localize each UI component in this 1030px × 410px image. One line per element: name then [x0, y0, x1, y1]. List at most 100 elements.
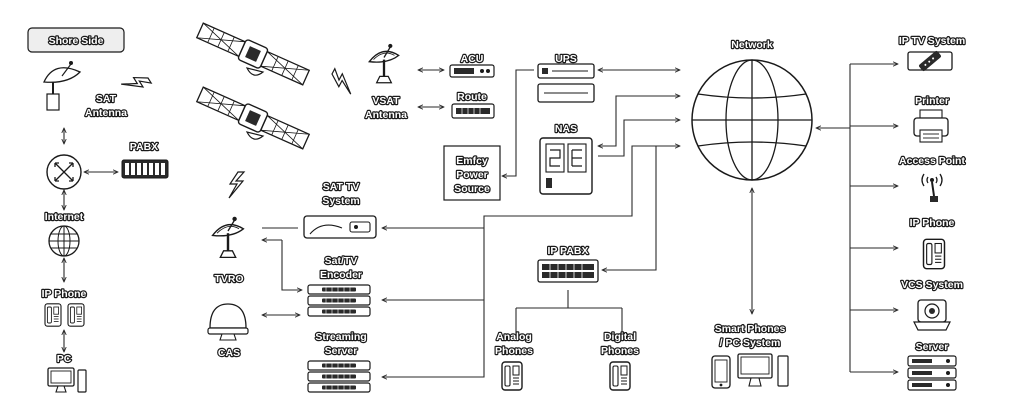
route: Route [451, 90, 495, 119]
sat-antenna-label-1: SAT [96, 93, 117, 105]
encoder-label-1: Sat/TV [325, 255, 358, 267]
sat-antenna: SAT Antenna [43, 61, 128, 120]
printer: Printer [913, 94, 950, 143]
server: Server [907, 340, 957, 391]
smartphone-icon [711, 355, 731, 389]
ip-pabx-icon [537, 259, 599, 283]
rack-server-icon [307, 360, 371, 371]
digital-label-2: Phones [601, 345, 639, 357]
smart-phones-pc: Smart Phones / PC System [711, 322, 789, 389]
pabx-label: PABX [130, 141, 158, 153]
sat-antenna-label-2: Antenna [85, 107, 127, 119]
satellite-icon [194, 19, 312, 89]
tvro: TVRO [211, 215, 245, 286]
ip-phone-icon [501, 361, 523, 391]
vcs-system: VCS System [900, 278, 964, 331]
ups-icon [537, 63, 595, 103]
iptv-label: IP TV System [899, 35, 965, 47]
analog-label-1: Analog [496, 331, 532, 343]
sat-tv-label-2: System [322, 195, 359, 207]
cas-label: CAS [218, 347, 240, 359]
nas-label: NAS [555, 123, 577, 135]
pabx-icon [121, 159, 169, 179]
vsat-label-1: VSAT [372, 95, 400, 107]
emergency-label-2: Power [456, 169, 488, 181]
rack-server-icon [307, 306, 371, 317]
access-point-label: Access Point [899, 155, 965, 167]
emergency-label-1: Emfcy [456, 155, 488, 167]
ip-phone-right: IP Phone [908, 216, 956, 270]
vcs-label: VCS System [901, 279, 963, 291]
monitor-icon [47, 367, 87, 393]
network-label: Network [731, 39, 773, 51]
connection-lines [64, 64, 898, 377]
printer-label: Printer [915, 95, 949, 107]
satellite-dish-icon [368, 42, 400, 84]
digital-phones: Digital Phones [600, 330, 640, 391]
shore-side-label: Shore Side [49, 35, 104, 47]
wireless-link-icon [228, 171, 245, 199]
tvro-label: TVRO [214, 273, 243, 285]
ip-phone-right-label: IP Phone [910, 217, 955, 229]
wifi-antenna-icon [921, 173, 943, 202]
streaming-label-1: Streaming [315, 331, 366, 343]
rack-server-icon [907, 355, 957, 391]
streaming-server: Streaming Server [307, 330, 371, 393]
smart-label-2: / PC System [720, 337, 781, 349]
tv-icon [907, 51, 953, 71]
rack-server-icon [307, 382, 371, 393]
rack-server-icon [307, 371, 371, 382]
sat-tv-system: SAT TV System [303, 180, 377, 239]
monitor-icon [737, 353, 789, 387]
router-icon [46, 154, 82, 190]
encoder-label-2: Encoder [320, 269, 362, 281]
nas: NAS [539, 122, 593, 195]
satellite-dish-icon [211, 215, 245, 259]
server-label: Server [916, 341, 949, 353]
streaming-label-2: Server [325, 345, 358, 357]
emergency-power-source: Emfcy Power Source [443, 145, 501, 201]
acu-label: ACU [461, 53, 484, 65]
ups: UPS [537, 52, 595, 103]
pabx: PABX [121, 140, 169, 179]
ip-phone-icon [609, 361, 631, 391]
dome-antenna-icon [207, 303, 249, 341]
router-box-icon [451, 103, 495, 119]
route-label: Route [457, 91, 487, 103]
satellite-dish-icon [43, 61, 82, 111]
ups-label: UPS [555, 53, 577, 65]
smart-label-1: Smart Phones [715, 323, 786, 335]
network: Network [691, 38, 813, 181]
acu: ACU [449, 52, 495, 78]
emergency-label-3: Source [454, 183, 490, 195]
acu-icon [449, 64, 495, 78]
vsat-antenna: VSAT Antenna [364, 42, 408, 122]
printer-icon [913, 109, 949, 143]
ip-phone-icon [44, 303, 62, 327]
ip-phone-left-label: IP Phone [42, 288, 87, 300]
video-camera-icon [913, 299, 951, 331]
nas-icon [539, 137, 593, 195]
ip-pabx: IP PABX [537, 244, 599, 283]
ip-tv-system: IP TV System [898, 34, 966, 71]
shore-side-badge: Shore Side [27, 27, 125, 53]
rack-server-icon [307, 295, 371, 306]
digital-label-1: Digital [604, 331, 636, 343]
globe-icon [48, 225, 80, 257]
access-point: Access Point [898, 154, 967, 202]
sat-tv-label-1: SAT TV [323, 181, 360, 193]
sat-tv-receiver-icon [303, 215, 377, 239]
internet: Internet [44, 210, 85, 257]
satellite-icon [194, 83, 312, 153]
wireless-link-icon [327, 68, 359, 95]
pc: PC [47, 352, 87, 393]
vsat-label-2: Antenna [365, 109, 407, 121]
cas: CAS [207, 303, 249, 360]
analog-phones: Analog Phones [494, 330, 534, 391]
globe-icon [691, 59, 813, 181]
rack-server-icon [307, 284, 371, 295]
wireless-link-icon [120, 69, 152, 98]
sat-tv-encoder: Sat/TV Encoder [307, 254, 371, 317]
router [46, 154, 82, 190]
